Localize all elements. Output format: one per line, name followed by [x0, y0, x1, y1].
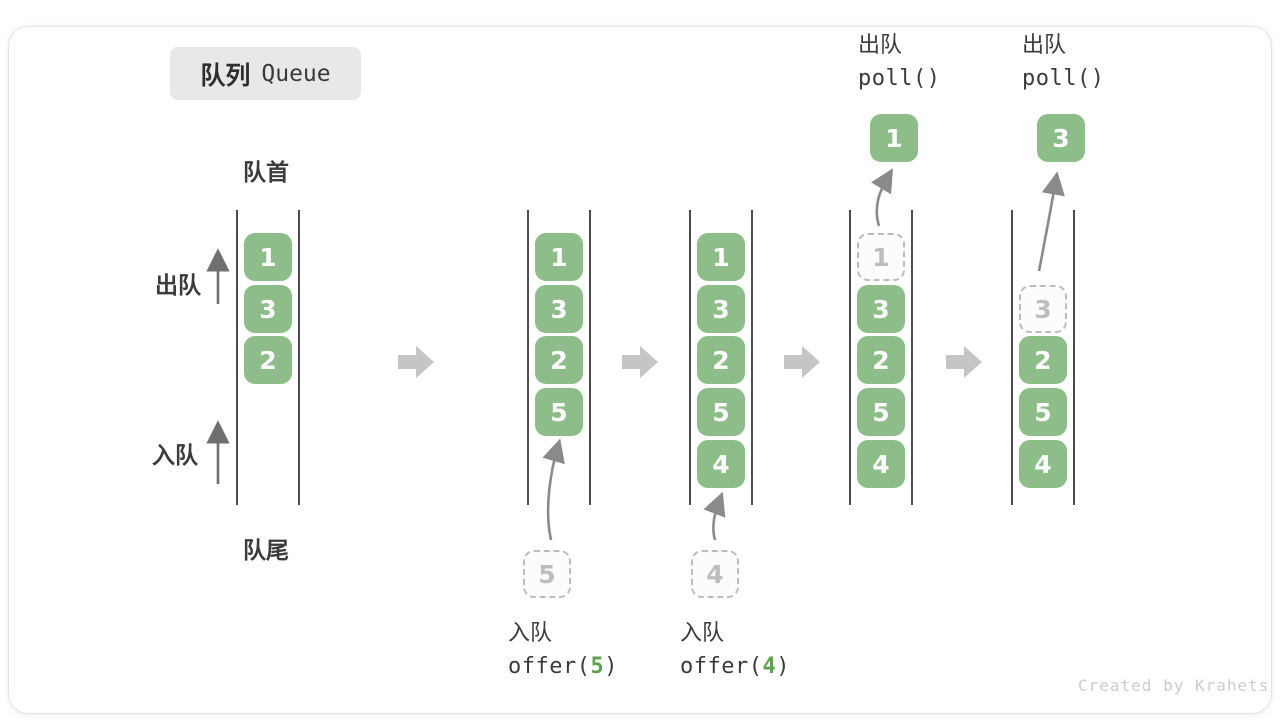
- queue-channel-line: [527, 210, 529, 505]
- pending-element: 4: [691, 550, 739, 598]
- queue-channel-line: [751, 210, 753, 505]
- queue-channel-line: [1011, 210, 1013, 505]
- operation-caption-zh: 出队: [1022, 32, 1067, 57]
- queue-element: 2: [535, 336, 583, 384]
- queue-element-removed: 3: [1019, 285, 1067, 333]
- next-state-arrow-icon: [398, 346, 434, 378]
- queue-element: 3: [857, 285, 905, 333]
- label-queue-front: 队首: [243, 159, 289, 185]
- operation-caption: 入队 offer(4): [680, 616, 790, 684]
- movement-arrow: [542, 438, 565, 541]
- code-argument: 5: [590, 654, 605, 679]
- code-text: poll(): [858, 66, 941, 91]
- queue-element: 2: [244, 336, 292, 384]
- queue-element: 3: [535, 285, 583, 333]
- code-text: offer(: [680, 654, 763, 679]
- queue-channel-line: [589, 210, 591, 505]
- queue-channel-line: [849, 210, 851, 505]
- operation-caption-code: poll(): [1022, 62, 1104, 96]
- queue-element: 3: [244, 285, 292, 333]
- queue-element: 1: [244, 233, 292, 281]
- operation-caption: 出队 poll(): [858, 28, 940, 96]
- watermark: Created by Krahets: [1078, 676, 1270, 695]
- queue-element: 5: [1019, 388, 1067, 436]
- queue-element: 2: [697, 336, 745, 384]
- queue-element: 4: [1019, 440, 1067, 488]
- queue-element: 1: [535, 233, 583, 281]
- code-text: offer(: [508, 654, 591, 679]
- queue-element: 2: [1019, 336, 1067, 384]
- label-queue-rear: 队尾: [243, 537, 289, 563]
- queue-element: 4: [697, 440, 745, 488]
- operation-caption-code: offer(5): [508, 650, 618, 684]
- queue-element: 3: [697, 285, 745, 333]
- queue-element: 4: [857, 440, 905, 488]
- operation-caption-code: poll(): [858, 62, 940, 96]
- label-dequeue: 出队: [155, 272, 201, 298]
- code-text: ): [604, 654, 618, 679]
- queue-element: 2: [857, 336, 905, 384]
- queue-channel-line: [298, 210, 300, 505]
- queue-element: 5: [697, 388, 745, 436]
- operation-caption-zh: 出队: [858, 32, 903, 57]
- queue-element: 1: [697, 233, 745, 281]
- label-enqueue: 入队: [152, 442, 198, 468]
- code-text: ): [776, 654, 790, 679]
- title-zh: 队列: [200, 61, 251, 90]
- polled-element: 1: [870, 114, 918, 162]
- polled-element: 3: [1037, 114, 1085, 162]
- code-text: poll(): [1022, 66, 1105, 91]
- operation-caption-zh: 入队: [680, 620, 725, 645]
- code-argument: 4: [762, 654, 777, 679]
- pending-element: 5: [523, 550, 571, 598]
- queue-channel-line: [236, 210, 238, 505]
- queue-element: 5: [857, 388, 905, 436]
- operation-caption-zh: 入队: [508, 620, 553, 645]
- movement-arrow: [703, 491, 726, 541]
- operation-caption-code: offer(4): [680, 650, 790, 684]
- queue-channel-line: [911, 210, 913, 505]
- queue-channel-line: [1073, 210, 1075, 505]
- title-en: Queue: [261, 60, 331, 87]
- next-state-arrow-icon: [622, 346, 658, 378]
- queue-channel-line: [689, 210, 691, 505]
- next-state-arrow-icon: [946, 346, 982, 378]
- movement-arrow: [1037, 171, 1065, 272]
- operation-caption: 出队 poll(): [1022, 28, 1104, 96]
- movement-arrow: [870, 168, 894, 227]
- queue-element-removed: 1: [857, 233, 905, 281]
- queue-element: 5: [535, 388, 583, 436]
- figure-title: 队列 Queue: [170, 47, 361, 100]
- next-state-arrow-icon: [784, 346, 820, 378]
- operation-caption: 入队 offer(5): [508, 616, 618, 684]
